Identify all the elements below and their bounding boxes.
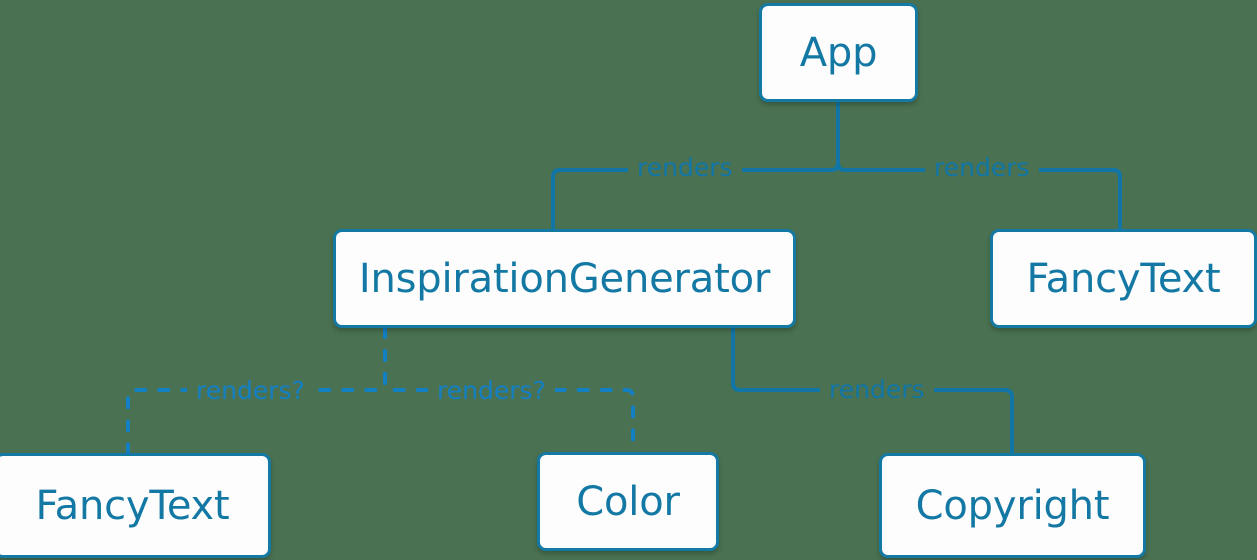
node-copyright[interactable]: Copyright <box>879 453 1146 558</box>
edge-label-app-fancytext-right: renders <box>925 155 1039 180</box>
edge-label-inspiration-copyright: renders <box>820 377 934 402</box>
node-fancytext-right-label: FancyText <box>1026 255 1221 302</box>
node-app-label: App <box>799 29 878 76</box>
node-inspiration-generator-label: InspirationGenerator <box>358 255 771 302</box>
node-fancytext-left[interactable]: FancyText <box>0 453 271 558</box>
node-color[interactable]: Color <box>537 452 719 551</box>
edge-label-app-inspiration: renders <box>628 155 742 180</box>
node-copyright-label: Copyright <box>915 482 1110 529</box>
node-fancytext-right[interactable]: FancyText <box>990 229 1257 328</box>
node-color-label: Color <box>576 478 680 525</box>
edge-label-inspiration-fancytext-left: renders? <box>187 378 314 403</box>
node-fancytext-left-label: FancyText <box>35 482 230 529</box>
node-app[interactable]: App <box>759 3 918 102</box>
edge-label-inspiration-color: renders? <box>428 378 555 403</box>
node-inspiration-generator[interactable]: InspirationGenerator <box>333 229 796 328</box>
